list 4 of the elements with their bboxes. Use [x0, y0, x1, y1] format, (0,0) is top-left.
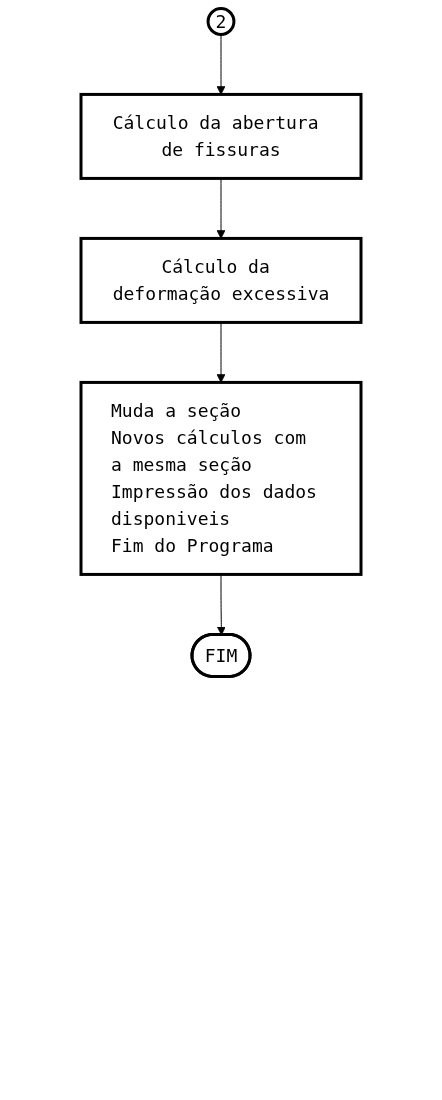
node-circle: 2 — [206, 7, 236, 36]
node-box: Muda a seção Novos cálculos com a mesma seção Impressão dos dados disponiveis Fim do Programa — [79, 380, 363, 576]
node-box: Cálculo da deformação excessiva — [79, 236, 363, 324]
node-box: Cálculo da abertura de fissuras — [79, 92, 363, 180]
